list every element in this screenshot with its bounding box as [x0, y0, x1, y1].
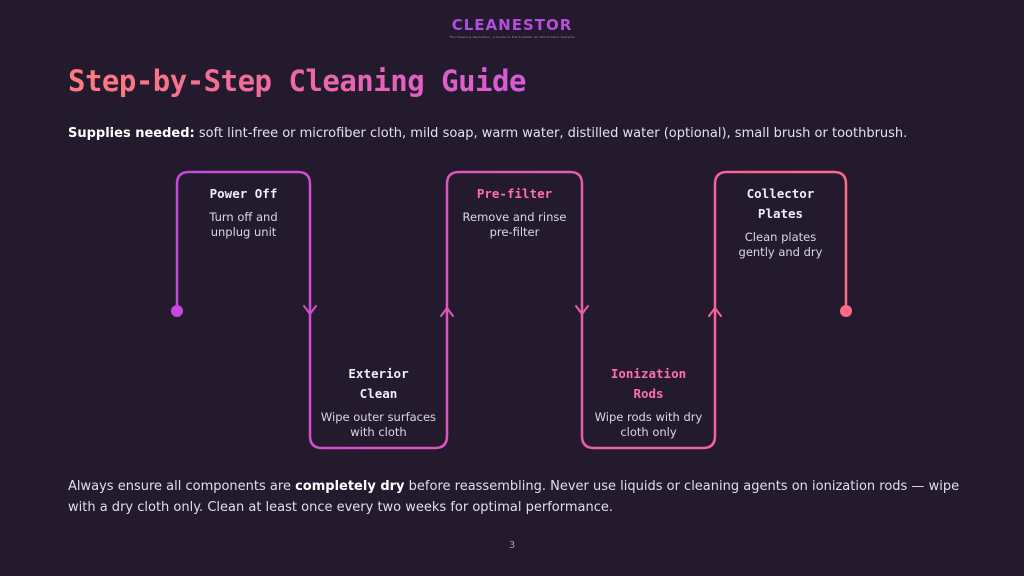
logo-wordmark: CLEANESTOR: [0, 16, 1024, 34]
arrow-up-icon: [440, 307, 454, 317]
flow-end-dot: [840, 305, 852, 317]
brand-logo: CLEANESTOR The Cleaning Revolution: A Gu…: [0, 16, 1024, 39]
page-title: Step-by-Step Cleaning Guide: [68, 64, 526, 98]
note-text: Always ensure all components are: [68, 479, 296, 494]
step-ionization-rods: Ionization Rods Wipe rods with dry cloth…: [588, 364, 709, 440]
step-description: Turn off and unplug unit: [209, 210, 278, 239]
supplies-label: Supplies needed:: [68, 126, 195, 141]
logo-tagline: The Cleaning Revolution: A Guide to Elec…: [449, 35, 575, 39]
page-number: 3: [508, 540, 516, 551]
flow-start-dot: [171, 305, 183, 317]
step-collector-plates: Collector Plates Clean plates gently and…: [721, 184, 840, 260]
step-power-off: Power Off Turn off and unplug unit: [183, 184, 304, 240]
supplies-text: soft lint-free or microfiber cloth, mild…: [194, 126, 908, 141]
step-description: Clean plates gently and dry: [738, 230, 823, 259]
step-title: Ionization Rods: [610, 366, 687, 401]
arrow-up-icon: [708, 307, 722, 317]
supplies-line: Supplies needed: soft lint-free or micro…: [68, 126, 907, 141]
step-description: Wipe rods with dry cloth only: [594, 410, 703, 439]
flow-path: [175, 170, 848, 450]
note-text: before reassembling. Never use liquids o…: [68, 479, 960, 515]
arrow-down-icon: [303, 305, 317, 315]
step-title: Exterior Clean: [348, 366, 409, 401]
safety-note: Always ensure all components are complet…: [68, 476, 968, 518]
step-description: Remove and rinse pre-filter: [462, 210, 567, 239]
step-title: Power Off: [209, 186, 278, 201]
step-pre-filter: Pre-filter Remove and rinse pre-filter: [453, 184, 576, 240]
step-description: Wipe outer surfaces with cloth: [320, 410, 437, 439]
step-title: Pre-filter: [476, 186, 553, 201]
arrow-down-icon: [575, 305, 589, 315]
step-title: Collector Plates: [746, 186, 815, 221]
step-exterior-clean: Exterior Clean Wipe outer surfaces with …: [316, 364, 441, 440]
note-emphasis: completely dry: [295, 479, 405, 494]
